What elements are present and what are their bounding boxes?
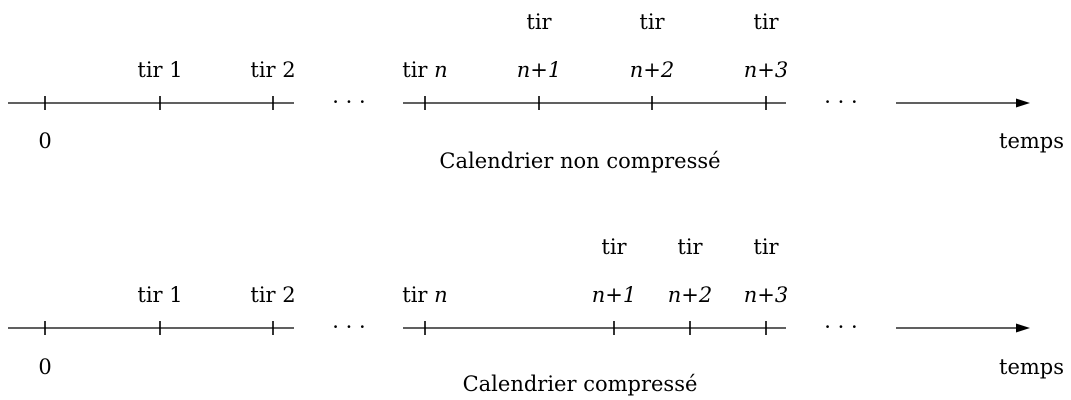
tick-label-2: tir 2 (250, 58, 295, 82)
tick-label-1: tir 1 (137, 58, 182, 82)
ellipsis-right: · · · (824, 315, 857, 339)
tick-label-n2-bottom: n+2 (630, 58, 674, 82)
ellipsis-left: · · · (332, 90, 365, 114)
tick-label-n1-top: tir (526, 10, 552, 34)
timeline-compressed: · · · · · · tir 1 tir 2 tir n tir n+1 ti… (8, 235, 1064, 396)
origin-label: 0 (38, 129, 51, 153)
ellipsis-right: · · · (824, 90, 857, 114)
timeline-caption: Calendrier compressé (463, 372, 698, 396)
tick-label-n1-top: tir (601, 235, 627, 259)
tick-label-1: tir 1 (137, 283, 182, 307)
tick-label-n3-top: tir (753, 10, 779, 34)
timeline-caption: Calendrier non compressé (439, 149, 720, 173)
axis-arrowhead (1016, 98, 1030, 108)
tick-label-n3-bottom: n+3 (744, 283, 788, 307)
tick-label-2: tir 2 (250, 283, 295, 307)
axis-label: temps (999, 129, 1064, 153)
tick-label-n2-top: tir (677, 235, 703, 259)
tick-label-n1-bottom: n+1 (592, 283, 636, 307)
tick-label-n1-bottom: n+1 (517, 58, 561, 82)
tick-label-n2-top: tir (639, 10, 665, 34)
tick-label-n: tir n (402, 58, 447, 82)
tick-label-n3-bottom: n+3 (744, 58, 788, 82)
tick-label-n3-top: tir (753, 235, 779, 259)
tick-label-n: tir n (402, 283, 447, 307)
timeline-uncompressed: · · · · · · tir 1 tir 2 tir n tir n+1 ti… (8, 10, 1064, 173)
axis-label: temps (999, 355, 1064, 379)
ellipsis-left: · · · (332, 315, 365, 339)
origin-label: 0 (38, 355, 51, 379)
tick-label-n2-bottom: n+2 (668, 283, 712, 307)
axis-arrowhead (1016, 323, 1030, 333)
